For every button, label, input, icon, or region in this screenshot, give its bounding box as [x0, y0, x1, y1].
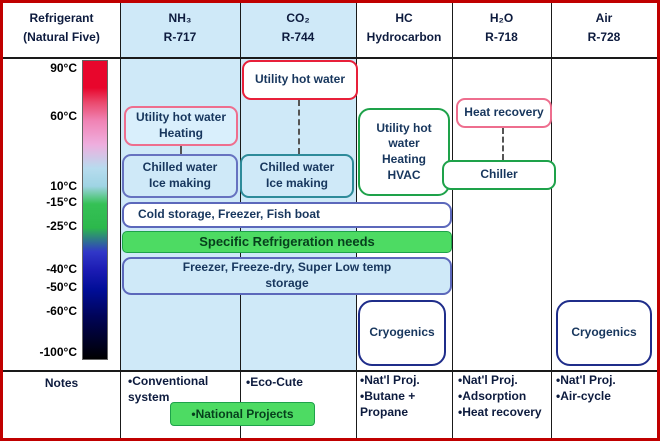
header-refrigerant-line1: Refrigerant [29, 11, 94, 25]
note-national-projects-label: •National Projects [191, 407, 294, 421]
notes-divider [3, 370, 657, 372]
box-nh3-chilled-water-line1: Chilled water [142, 160, 218, 175]
header-h2o-name: H₂O [489, 11, 514, 25]
box-freezer-super-low-temp: Freezer, Freeze-dry, Super Low temp stor… [122, 257, 452, 295]
box-hc-utility-line3: Heating [381, 152, 426, 166]
notes-title: Notes [44, 376, 79, 390]
box-nh3-chilled-water-line2: Ice making [148, 176, 212, 190]
note-air-line2: •Air-cycle [556, 389, 611, 403]
box-nh3-utility-hot-water-line2: Heating [158, 126, 203, 140]
note-national-projects: •National Projects [170, 402, 315, 426]
temp-label-m25: -25°C [46, 219, 77, 233]
box-nh3-chilled-water: Chilled water Ice making [122, 154, 238, 198]
temp-label-90: 90°C [50, 61, 77, 75]
box-co2-chilled-water-line2: Ice making [265, 176, 329, 190]
box-freezer-line1: Freezer, Freeze-dry, Super Low temp [182, 260, 392, 275]
temp-label-m15: -15°C [46, 195, 77, 209]
box-hc-utility-line4: HVAC [387, 167, 421, 182]
note-air-line1: •Nat'l Proj. [556, 373, 616, 387]
box-h2o-heat-recovery: Heat recovery [456, 98, 552, 128]
header-h2o: H₂O R-718 [452, 9, 551, 47]
h2o-connector-line [502, 128, 504, 160]
box-cold-storage-label: Cold storage, Freezer, Fish boat [138, 207, 321, 222]
box-hc-cryogenics: Cryogenics [358, 300, 446, 366]
note-hc-line2: •Butane + [360, 389, 416, 403]
nh3-connector-line [180, 146, 182, 155]
header-air-name: Air [595, 11, 613, 25]
temp-label-10: 10°C [50, 179, 77, 193]
box-nh3-utility-hot-water: Utility hot water Heating [124, 106, 238, 146]
note-air: •Nat'l Proj. •Air-cycle [556, 372, 616, 404]
note-nh3-line2: system [128, 390, 170, 404]
column-divider-4 [452, 3, 453, 438]
header-co2-name: CO₂ [286, 11, 310, 25]
temp-label-m40: -40°C [46, 262, 77, 276]
column-divider-1 [120, 3, 121, 438]
header-refrigerant: Refrigerant (Natural Five) [3, 9, 120, 47]
column-divider-5 [551, 3, 552, 438]
note-h2o-line2: •Adsorption [458, 389, 527, 403]
box-air-cryogenics: Cryogenics [556, 300, 652, 366]
note-hc-line1: •Nat'l Proj. [360, 373, 420, 387]
box-specific-refrigeration-needs: Specific Refrigeration needs [122, 231, 452, 253]
temp-label-60: 60°C [50, 109, 77, 123]
header-nh3-code: R-717 [163, 30, 197, 45]
temp-label-m60: -60°C [46, 304, 77, 318]
header-hc-code: Hydrocarbon [366, 30, 442, 45]
temp-label-m100: -100°C [39, 345, 77, 359]
note-nh3: •Conventional system [128, 373, 208, 405]
note-h2o: •Nat'l Proj. •Adsorption •Heat recovery [458, 372, 542, 420]
header-hc-name: HC [395, 11, 413, 25]
header-refrigerant-line2: (Natural Five) [23, 30, 100, 45]
box-h2o-chiller: Chiller [442, 160, 556, 190]
box-co2-chilled-water-line1: Chilled water [259, 160, 335, 175]
box-hc-utility-line2: water [388, 136, 420, 151]
note-nh3-line1: •Conventional [128, 374, 209, 388]
header-divider [3, 57, 657, 59]
box-cold-storage: Cold storage, Freezer, Fish boat [122, 202, 452, 228]
note-hc-line3: Propane [360, 405, 409, 419]
header-nh3-name: NH₃ [168, 11, 192, 25]
box-hc-utility-line1: Utility hot [376, 120, 432, 135]
box-freezer-line2: storage [265, 276, 309, 290]
box-co2-utility-hot-water: Utility hot water [242, 60, 358, 100]
header-air-code: R-728 [587, 30, 621, 45]
temp-label-m50: -50°C [46, 280, 77, 294]
note-h2o-line3: •Heat recovery [458, 405, 542, 419]
box-h2o-chiller-label: Chiller [480, 167, 518, 182]
header-co2-code: R-744 [281, 30, 315, 45]
box-air-cryogenics-label: Cryogenics [571, 325, 637, 340]
box-co2-utility-hot-water-label: Utility hot water [254, 72, 345, 87]
box-hc-cryogenics-label: Cryogenics [369, 325, 435, 340]
box-co2-chilled-water: Chilled water Ice making [240, 154, 354, 198]
temperature-gradient-bar [82, 60, 108, 360]
header-air: Air R-728 [551, 9, 657, 47]
note-h2o-line1: •Nat'l Proj. [458, 373, 518, 387]
note-hc: •Nat'l Proj. •Butane + Propane [360, 372, 420, 420]
header-h2o-code: R-718 [485, 30, 518, 45]
box-hc-utility: Utility hot water Heating HVAC [358, 108, 450, 196]
header-co2: CO₂ R-744 [240, 9, 356, 47]
header-nh3: NH₃ R-717 [120, 9, 240, 47]
box-h2o-heat-recovery-label: Heat recovery [464, 105, 544, 120]
box-nh3-utility-hot-water-line1: Utility hot water [135, 110, 226, 125]
note-co2: •Eco-Cute [246, 374, 303, 390]
note-co2-line1: •Eco-Cute [246, 375, 303, 389]
box-specific-refrigeration-needs-label: Specific Refrigeration needs [199, 233, 375, 249]
header-hc: HC Hydrocarbon [356, 9, 452, 47]
co2-connector-line [298, 100, 300, 154]
